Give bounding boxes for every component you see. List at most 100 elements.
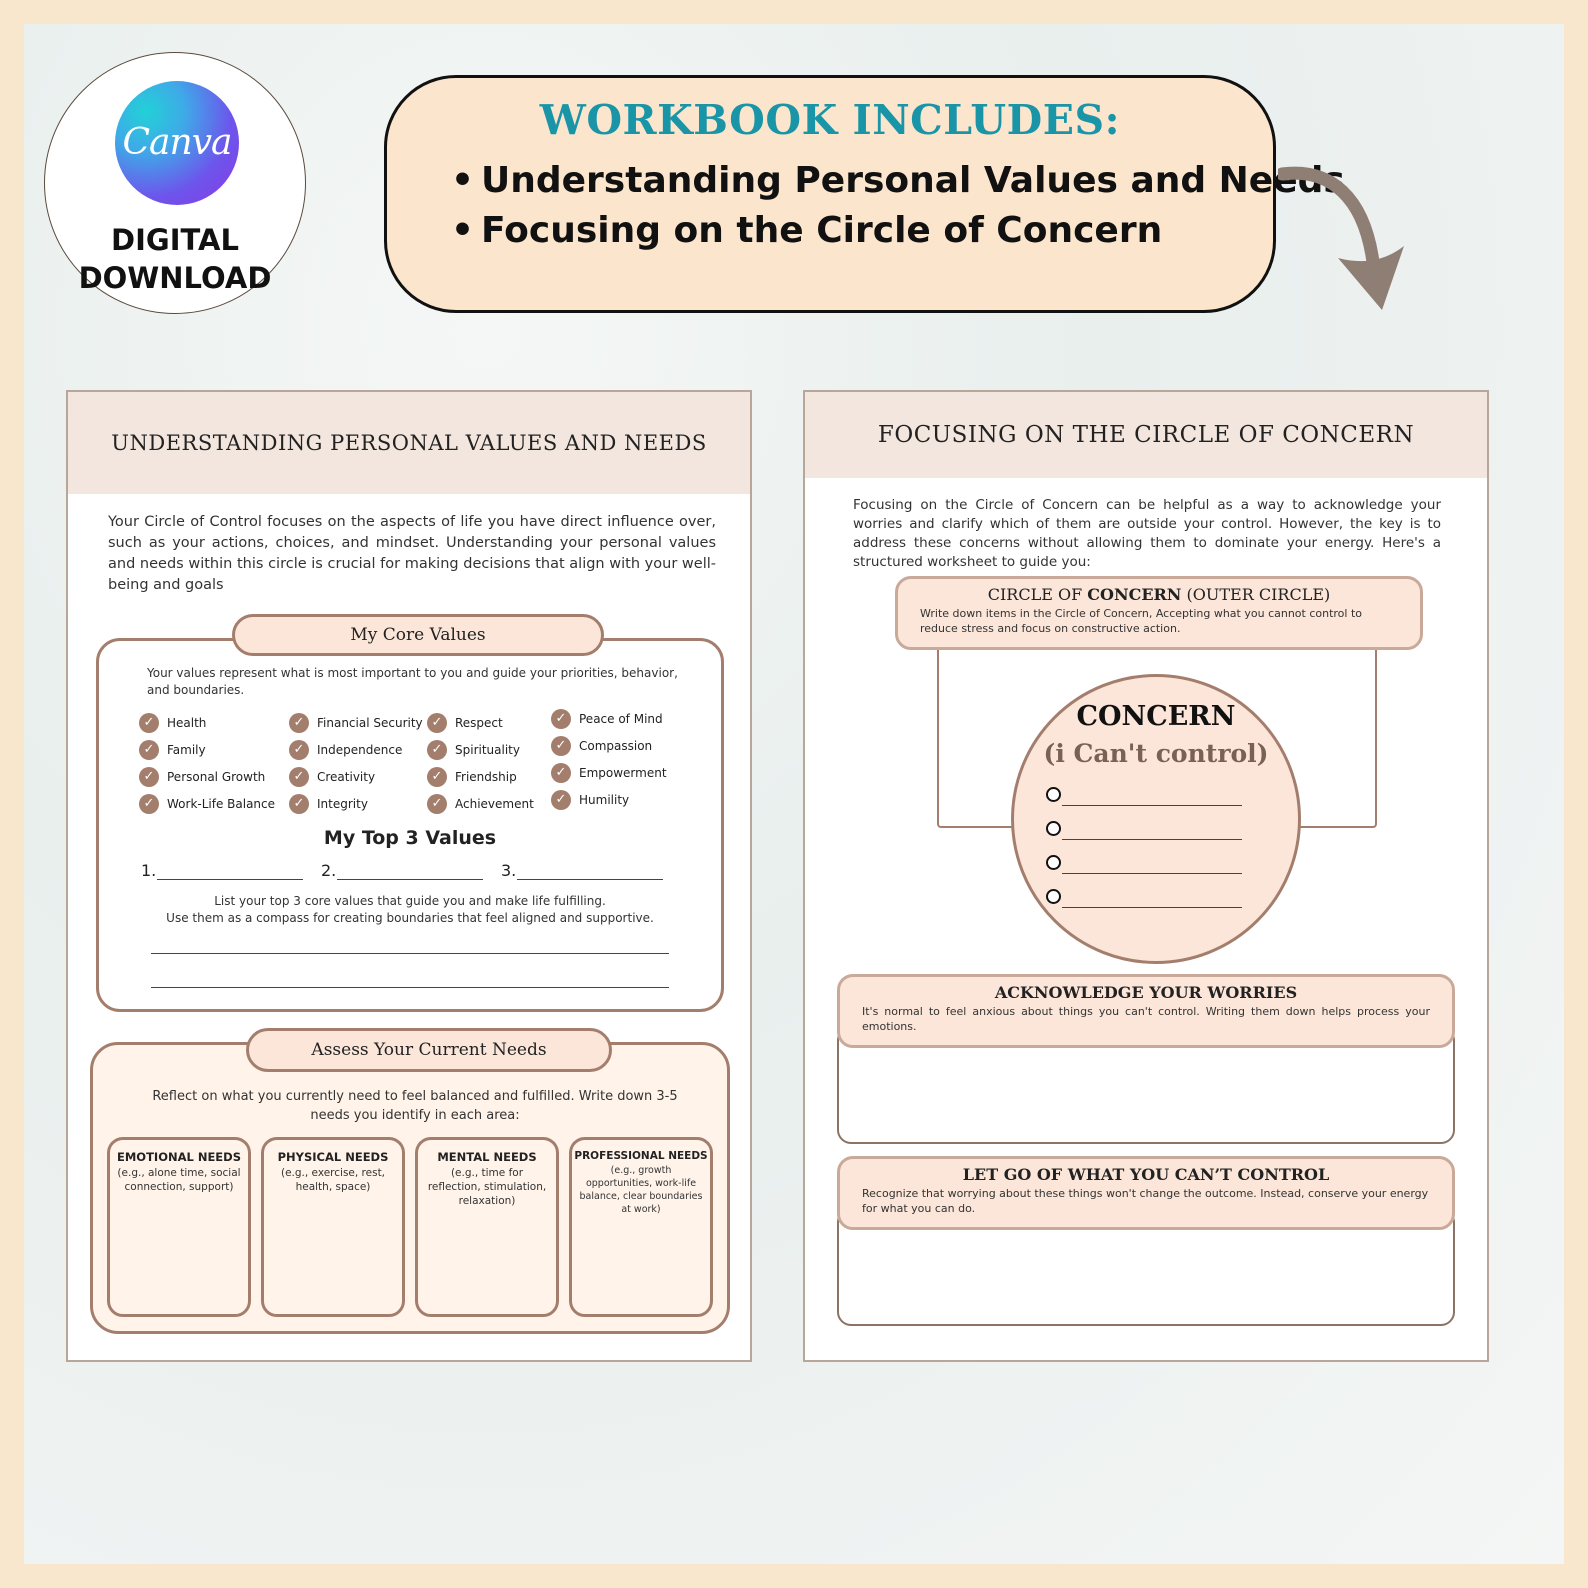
top3-number: 2. (321, 861, 337, 880)
top3-note-2: Use them as a compass for creating bound… (166, 911, 654, 925)
left-worksheet-page: UNDERSTANDING PERSONAL VALUES AND NEEDS … (66, 390, 752, 1362)
value-item[interactable]: ✓ Independence (289, 740, 423, 767)
concern-entry[interactable] (1046, 855, 1246, 875)
curved-arrow-down-icon (1278, 166, 1404, 310)
value-label: Independence (317, 743, 403, 757)
core-values-description: Your values represent what is most impor… (147, 666, 678, 697)
workbook-banner: WORKBOOK INCLUDES: •Understanding Person… (384, 75, 1345, 313)
top3-number: 1. (141, 861, 157, 880)
banner-list: •Understanding Personal Values and Needs… (451, 156, 1345, 256)
check-circle-icon: ✓ (139, 767, 159, 787)
acknowledge-title: ACKNOWLEDGE YOUR WORRIES (994, 983, 1298, 1002)
outer-title-bold: CONCERN (1087, 585, 1182, 604)
outer-title-prefix: CIRCLE OF (987, 585, 1088, 604)
outer-circle-desc: Write down items in the Circle of Concer… (920, 607, 1363, 635)
value-label: Financial Security (317, 716, 423, 730)
right-worksheet-page: FOCUSING ON THE CIRCLE OF CONCERN Focusi… (803, 390, 1489, 1362)
writing-line-2[interactable] (151, 987, 669, 988)
concern-subtitle: (i Can't control) (1043, 739, 1269, 768)
let-go-desc: Recognize that worrying about these thin… (862, 1187, 1429, 1215)
left-page-intro: Your Circle of Control focuses on the as… (108, 514, 716, 593)
concern-entry[interactable] (1046, 889, 1246, 909)
value-label: Peace of Mind (579, 712, 663, 726)
value-item[interactable]: ✓Health (139, 713, 275, 740)
value-item[interactable]: ✓ Financial Security (289, 713, 423, 740)
check-circle-icon: ✓ (551, 736, 571, 756)
value-item[interactable]: ✓Friendship (427, 767, 534, 794)
outer-title-suffix: (OUTER CIRCLE) (1181, 585, 1331, 604)
value-item[interactable]: ✓ Creativity (289, 767, 423, 794)
value-label: Family (167, 743, 206, 757)
right-page-intro: Focusing on the Circle of Concern can be… (853, 497, 1441, 570)
needs-box-desc: (e.g., exercise, rest, health, space) (280, 1167, 386, 1193)
concern-entry[interactable] (1046, 787, 1246, 807)
check-circle-icon: ✓ (551, 763, 571, 783)
background-canvas: Canva DIGITAL DOWNLOAD WORKBOOK INCLUDES… (24, 24, 1564, 1564)
check-circle-icon: ✓ (427, 794, 447, 814)
top3-number: 3. (501, 861, 517, 880)
value-item[interactable]: ✓Respect (427, 713, 534, 740)
banner-item-text: Understanding Personal Values and Needs (481, 160, 1345, 201)
needs-box-container: Reflect on what you currently need to fe… (90, 1042, 730, 1334)
value-item[interactable]: ✓Compassion (551, 736, 667, 763)
concern-title: CONCERN (1076, 701, 1236, 732)
value-label: Personal Growth (167, 770, 266, 784)
value-label: Work-Life Balance (167, 797, 276, 811)
value-item[interactable]: ✓ Spirituality (427, 740, 534, 767)
check-circle-icon: ✓ (289, 767, 309, 787)
value-label: Spirituality (455, 743, 520, 757)
value-label: Friendship (455, 770, 517, 784)
value-item[interactable]: ✓Family (139, 740, 275, 767)
check-circle-icon: ✓ (289, 740, 309, 760)
needs-box-desc: (e.g., alone time, social connection, su… (117, 1167, 241, 1193)
core-values-box: Your values represent what is most impor… (96, 638, 724, 1012)
value-label: Creativity (317, 770, 376, 784)
emotional-needs-box[interactable]: EMOTIONAL NEEDS (e.g., alone time, socia… (107, 1137, 251, 1317)
value-item[interactable]: ✓ Humility (551, 790, 667, 817)
let-go-pill: LET GO OF WHAT YOU CAN’T CONTROL Recogni… (837, 1156, 1455, 1230)
check-circle-icon: ✓ (427, 740, 447, 760)
mental-needs-box[interactable]: MENTAL NEEDS (e.g., time for reflection,… (415, 1137, 559, 1317)
needs-box-title: PHYSICAL NEEDS (277, 1150, 389, 1164)
needs-box-desc: (e.g., growth opportunities, work-life b… (579, 1165, 703, 1215)
bullet-circle-icon (1046, 821, 1061, 836)
badge-line-2: DOWNLOAD (78, 261, 272, 295)
top3-blank-1[interactable] (157, 879, 303, 880)
top3-blank-2[interactable] (337, 879, 483, 880)
left-page-title: UNDERSTANDING PERSONAL VALUES AND NEEDS (68, 392, 750, 494)
values-column-4: ✓Peace of Mind ✓Compassion ✓Empowerment … (551, 709, 667, 817)
needs-box-title: PROFESSIONAL NEEDS (574, 1150, 708, 1162)
check-circle-icon: ✓ (289, 713, 309, 733)
bullet-circle-icon (1046, 787, 1061, 802)
canva-logo-icon: Canva (115, 81, 239, 205)
value-item[interactable]: ✓Integrity (289, 794, 423, 821)
check-circle-icon: ✓ (551, 790, 571, 810)
values-column-2: ✓ Financial Security ✓ Independence ✓ Creat… (289, 713, 423, 821)
value-item[interactable]: ✓ Work-Life Balance (139, 794, 275, 821)
value-item[interactable]: ✓Empowerment (551, 763, 667, 790)
value-item[interactable]: ✓ Achievement (427, 794, 534, 821)
outer-circle-pill: CIRCLE OF CONCERN (OUTER CIRCLE) Write d… (895, 576, 1423, 650)
right-page-title: FOCUSING ON THE CIRCLE OF CONCERN (805, 392, 1487, 478)
values-column-3: ✓Respect ✓Spirituality ✓Friendship ✓Achi… (427, 713, 534, 821)
value-label: Achievement (455, 797, 534, 811)
values-column-1: ✓Health ✓Family ✓ Personal Growth ✓ Work-L… (139, 713, 275, 821)
concern-entry[interactable] (1046, 821, 1246, 841)
top3-blank-3[interactable] (517, 879, 663, 880)
acknowledge-desc: It's normal to feel anxious about things… (862, 1005, 1430, 1033)
value-label: Humility (579, 793, 630, 807)
writing-line-1[interactable] (151, 953, 669, 954)
banner-item-text: Focusing on the Circle of Concern (481, 210, 1163, 251)
check-circle-icon: ✓ (427, 713, 447, 733)
value-item[interactable]: ✓Peace of Mind (551, 709, 667, 736)
value-item[interactable]: ✓ Personal Growth (139, 767, 275, 794)
let-go-title: LET GO OF WHAT YOU CAN’T CONTROL (962, 1165, 1330, 1184)
badge-text: DIGITAL DOWNLOAD (45, 221, 305, 297)
professional-needs-box[interactable]: PROFESSIONAL NEEDS (e.g., growth opportu… (569, 1137, 713, 1317)
physical-needs-box[interactable]: PHYSICAL NEEDS (e.g., exercise, rest, he… (261, 1137, 405, 1317)
value-label: Health (167, 716, 207, 730)
check-circle-icon: ✓ (139, 794, 159, 814)
check-circle-icon: ✓ (289, 794, 309, 814)
outer-circle-title: CIRCLE OF CONCERN (OUTER CIRCLE) (898, 585, 1420, 604)
needs-box-title: EMOTIONAL NEEDS (117, 1150, 241, 1164)
